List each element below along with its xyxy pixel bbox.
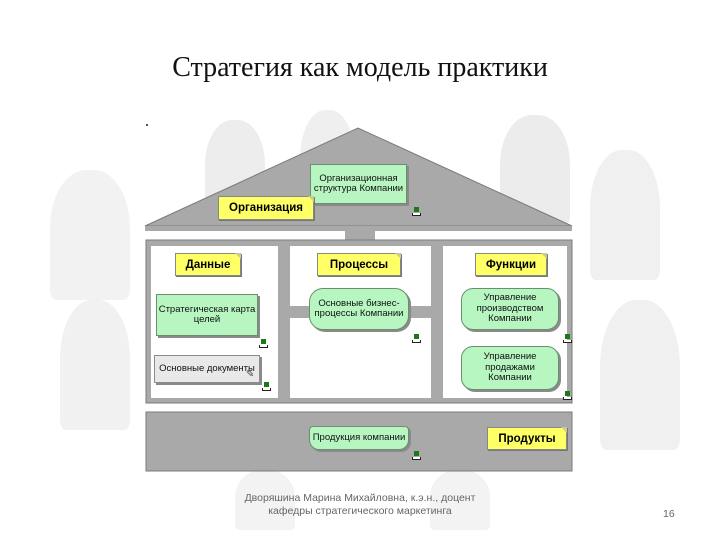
strategy-map-text: Стратегическая карта целей <box>158 303 256 325</box>
house-beam <box>145 226 572 231</box>
sales-management-box: Управление продажами Компании <box>461 346 559 390</box>
processes-label: Процессы <box>317 253 401 276</box>
anchor-icon <box>262 382 271 393</box>
strategy-map-box: Стратегическая карта целей <box>156 294 258 336</box>
sales-management-text: Управление продажами Компании <box>483 351 537 384</box>
pen-icon: ✎ <box>246 369 255 380</box>
footer-author: Дворяшина Марина Михайловна, к.э.н., доц… <box>244 492 476 517</box>
products-label: Продукты <box>487 427 567 450</box>
company-products-text: Продукция компании <box>312 431 406 443</box>
main-processes-box: Основные бизнес-процессы Компании <box>309 288 409 330</box>
organization-label: Организация <box>218 196 314 220</box>
anchor-icon <box>412 207 421 218</box>
org-structure-text: Организационная структура Компании <box>313 172 404 194</box>
main-documents-text: Основные документы <box>159 362 255 374</box>
slide-title: Стратегия как модель практики <box>172 52 548 83</box>
anchor-icon <box>259 339 268 350</box>
data-label-text: Данные <box>185 258 231 271</box>
house-neck <box>345 229 375 241</box>
org-structure-box: Организационная структура Компании <box>310 164 407 204</box>
products-label-text: Продукты <box>498 432 556 445</box>
functions-label: Функции <box>475 253 547 276</box>
organization-label-text: Организация <box>229 202 303 214</box>
marker-dot <box>146 124 148 126</box>
data-label: Данные <box>175 253 241 276</box>
anchor-icon <box>563 391 572 402</box>
production-management-box: Управление производством Компании <box>461 288 559 330</box>
main-processes-text: Основные бизнес-процессы Компании <box>314 297 404 319</box>
company-products-box: Продукция компании <box>309 426 409 450</box>
anchor-icon <box>412 451 421 462</box>
functions-label-text: Функции <box>485 258 537 271</box>
panel-center-bottom <box>290 318 431 398</box>
anchor-icon <box>412 334 421 345</box>
anchor-icon <box>563 334 572 345</box>
processes-label-text: Процессы <box>329 258 389 271</box>
production-management-text: Управление производством Компании <box>476 292 544 325</box>
main-documents-box: Основные документы <box>154 355 260 383</box>
page-number: 16 <box>663 508 675 520</box>
